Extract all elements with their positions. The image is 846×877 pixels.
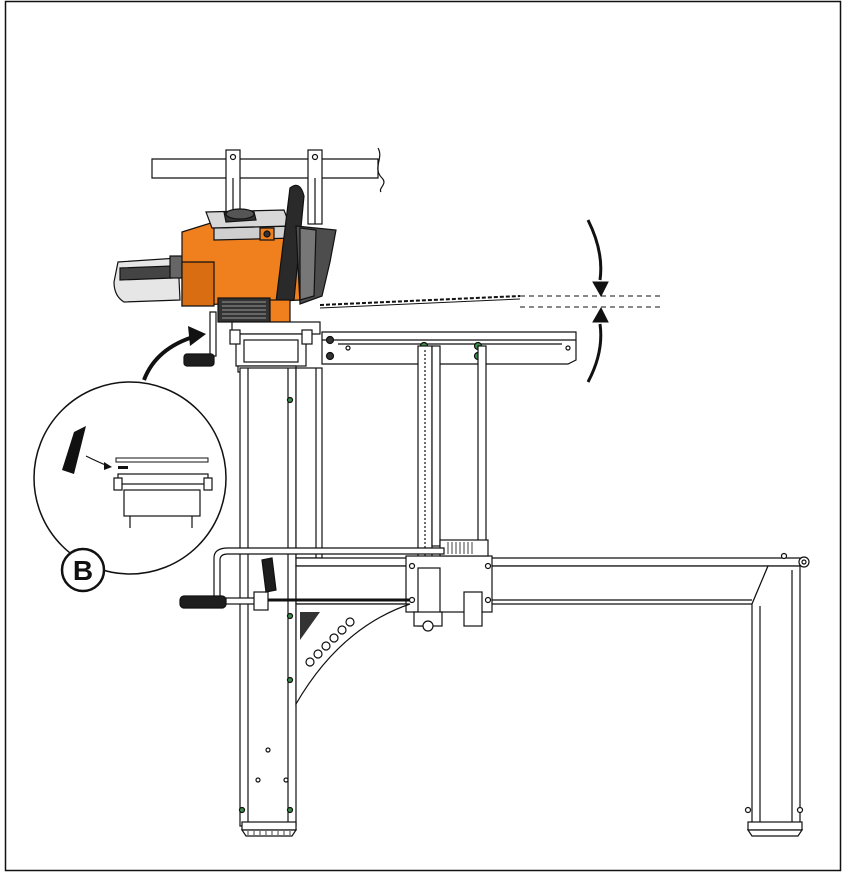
detail-callout: B: [33, 326, 227, 593]
cut-line: [520, 295, 664, 308]
guide-bar: [319, 295, 521, 309]
crank-assembly: [179, 547, 445, 611]
saw-mount: [229, 321, 321, 373]
callout-label: B: [73, 555, 93, 586]
lever-handle: [183, 311, 217, 367]
carriage-block: [405, 539, 493, 632]
diagonal-brace: [295, 603, 411, 707]
front-handle: [275, 184, 305, 303]
overhead-rail: [151, 147, 385, 225]
adjustment-arrows: [586, 219, 609, 383]
chainsaw: [113, 184, 337, 323]
figure-border: [4, 0, 842, 872]
upper-arm: [321, 331, 577, 365]
lower-arm: [295, 552, 810, 837]
callout-label-badge: [60, 547, 106, 593]
callout-arrow: [142, 334, 197, 381]
